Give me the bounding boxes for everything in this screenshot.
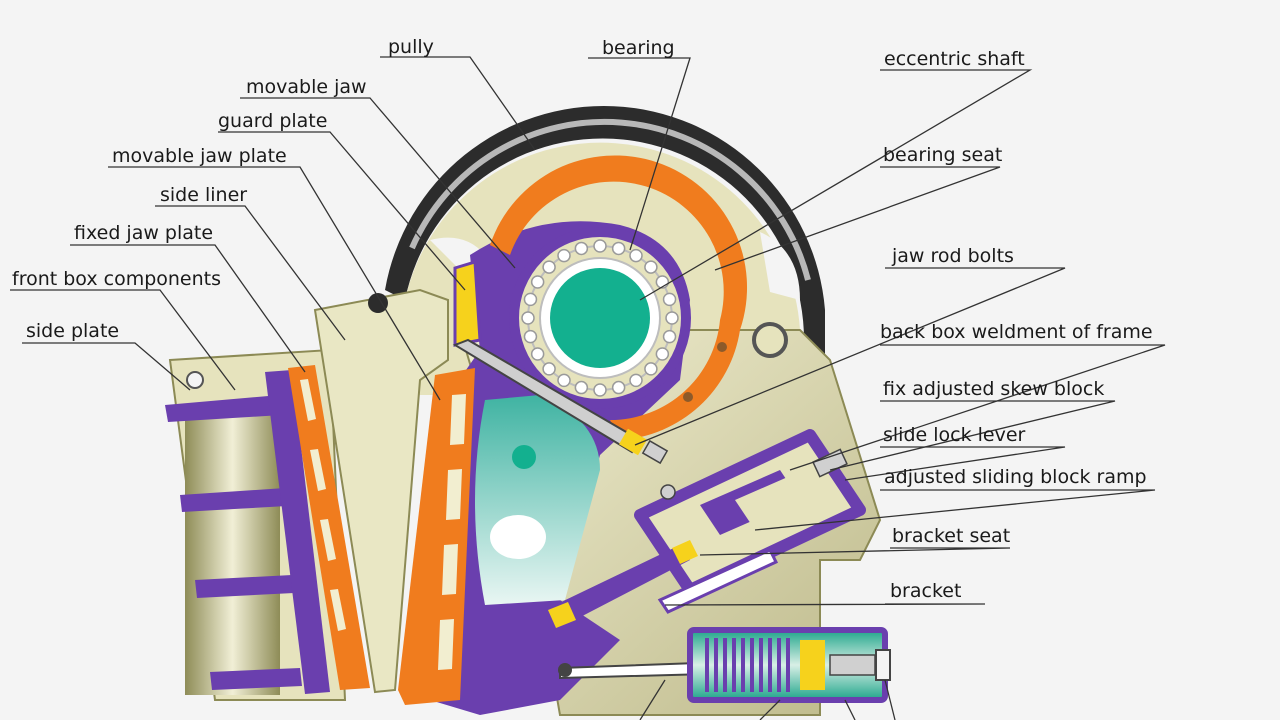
label-slide-lock-lever: slide lock lever xyxy=(883,424,1026,446)
label-back-box-weldment: back box weldment of frame xyxy=(880,321,1153,343)
fixed-jaw-plate xyxy=(288,365,370,690)
bearing-ball xyxy=(521,311,535,325)
label-pully: pully xyxy=(388,36,434,58)
label-jaw-rod-bolts: jaw rod bolts xyxy=(892,245,1014,267)
bearing-ball xyxy=(542,260,556,274)
spring-coil xyxy=(705,638,709,692)
bearing-ball xyxy=(574,380,589,395)
bearing-ball xyxy=(530,347,545,361)
label-fixed-jaw-plate: fixed jaw plate xyxy=(74,222,214,244)
side-liner xyxy=(313,288,449,694)
eccentric-shaft xyxy=(550,268,650,368)
label-guard-plate: guard plate xyxy=(218,110,328,132)
bearing-ball xyxy=(574,241,589,256)
spring-coil xyxy=(786,638,790,692)
bearing-ball xyxy=(629,248,643,263)
label-bracket-seat: bracket seat xyxy=(892,525,1011,547)
bearing-ball xyxy=(593,383,607,397)
bracket-toggle xyxy=(548,540,779,628)
bearing-ball xyxy=(523,329,538,344)
movable-jaw-plate xyxy=(398,368,475,705)
bearing-ball xyxy=(611,241,626,256)
spring-coil xyxy=(750,638,754,692)
label-bearing-seat: bearing seat xyxy=(883,144,1003,166)
label-movable-jaw-plate: movable jaw plate xyxy=(112,145,287,167)
spring-coil xyxy=(723,638,727,692)
spring-coil xyxy=(777,638,781,692)
bearing-ball xyxy=(655,347,670,361)
jaw-rod-bolt xyxy=(452,338,669,465)
guard-plate xyxy=(453,260,482,347)
bearing-ball xyxy=(644,260,658,274)
spring-coil xyxy=(741,638,745,692)
spring-coil xyxy=(714,638,718,692)
spring-coil xyxy=(732,638,736,692)
spring-coil xyxy=(759,638,763,692)
label-eccentric-shaft: eccentric shaft xyxy=(884,48,1025,70)
label-front-box-components: front box components xyxy=(12,268,222,290)
tension-rod-spring xyxy=(558,627,891,703)
bearing-ball xyxy=(557,373,571,388)
label-side-liner: side liner xyxy=(160,184,248,206)
label-adjusted-sliding-block-ramp: adjusted sliding block ramp xyxy=(884,466,1147,488)
label-fix-adjusted-skew-block: fix adjusted skew block xyxy=(883,378,1105,400)
spring-coil xyxy=(768,638,772,692)
bearing-ball xyxy=(665,311,679,325)
bearing-ball xyxy=(542,362,556,376)
bearing-ball xyxy=(557,248,571,263)
label-bearing: bearing xyxy=(602,37,675,59)
bearing-ball xyxy=(662,329,677,344)
leader-lines xyxy=(10,56,1166,720)
label-side-plate: side plate xyxy=(26,320,120,342)
label-bracket: bracket xyxy=(890,580,962,602)
bearing-ball xyxy=(629,373,643,388)
bearing-ball xyxy=(523,292,538,307)
bearing-ball xyxy=(593,239,607,253)
bearing-ball xyxy=(611,380,626,395)
bearing-seat xyxy=(490,155,748,440)
bearing-ball xyxy=(530,275,545,289)
bearing-ball xyxy=(662,292,677,307)
bearing-ball xyxy=(644,362,658,376)
label-movable-jaw: movable jaw xyxy=(246,76,367,98)
